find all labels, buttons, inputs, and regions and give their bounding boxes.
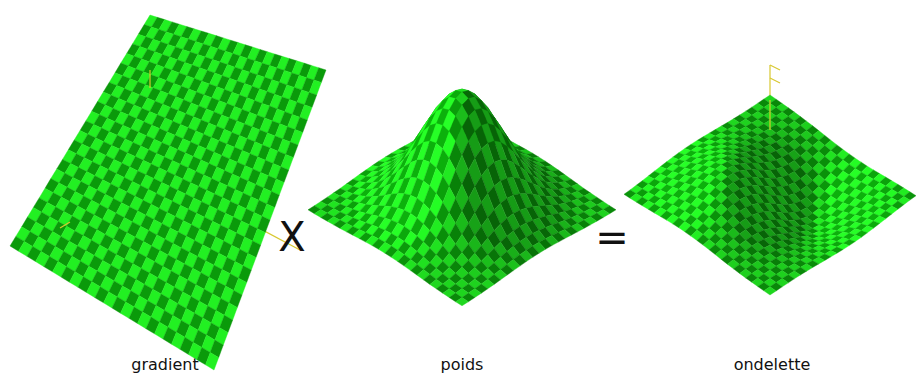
axis-line [40, 170, 150, 240]
panel-caption: gradient [131, 356, 198, 374]
axis-line [769, 100, 770, 130]
panel-caption: ondelette [734, 356, 811, 374]
axis-line [150, 170, 300, 250]
axis-line [770, 78, 780, 83]
axis-line [770, 65, 780, 70]
panel-caption: poids [441, 356, 484, 374]
gradient-plane [206, 353, 219, 371]
operator-symbol: = [595, 215, 629, 259]
gaussian-surface [456, 298, 469, 306]
gradient-plane [314, 68, 326, 83]
axis-line [700, 200, 770, 240]
axis-line [60, 222, 70, 228]
wavelet-surface [764, 287, 776, 295]
gradient-plane [309, 80, 321, 95]
operator-symbol: X [278, 215, 305, 259]
axis-line [149, 70, 150, 88]
